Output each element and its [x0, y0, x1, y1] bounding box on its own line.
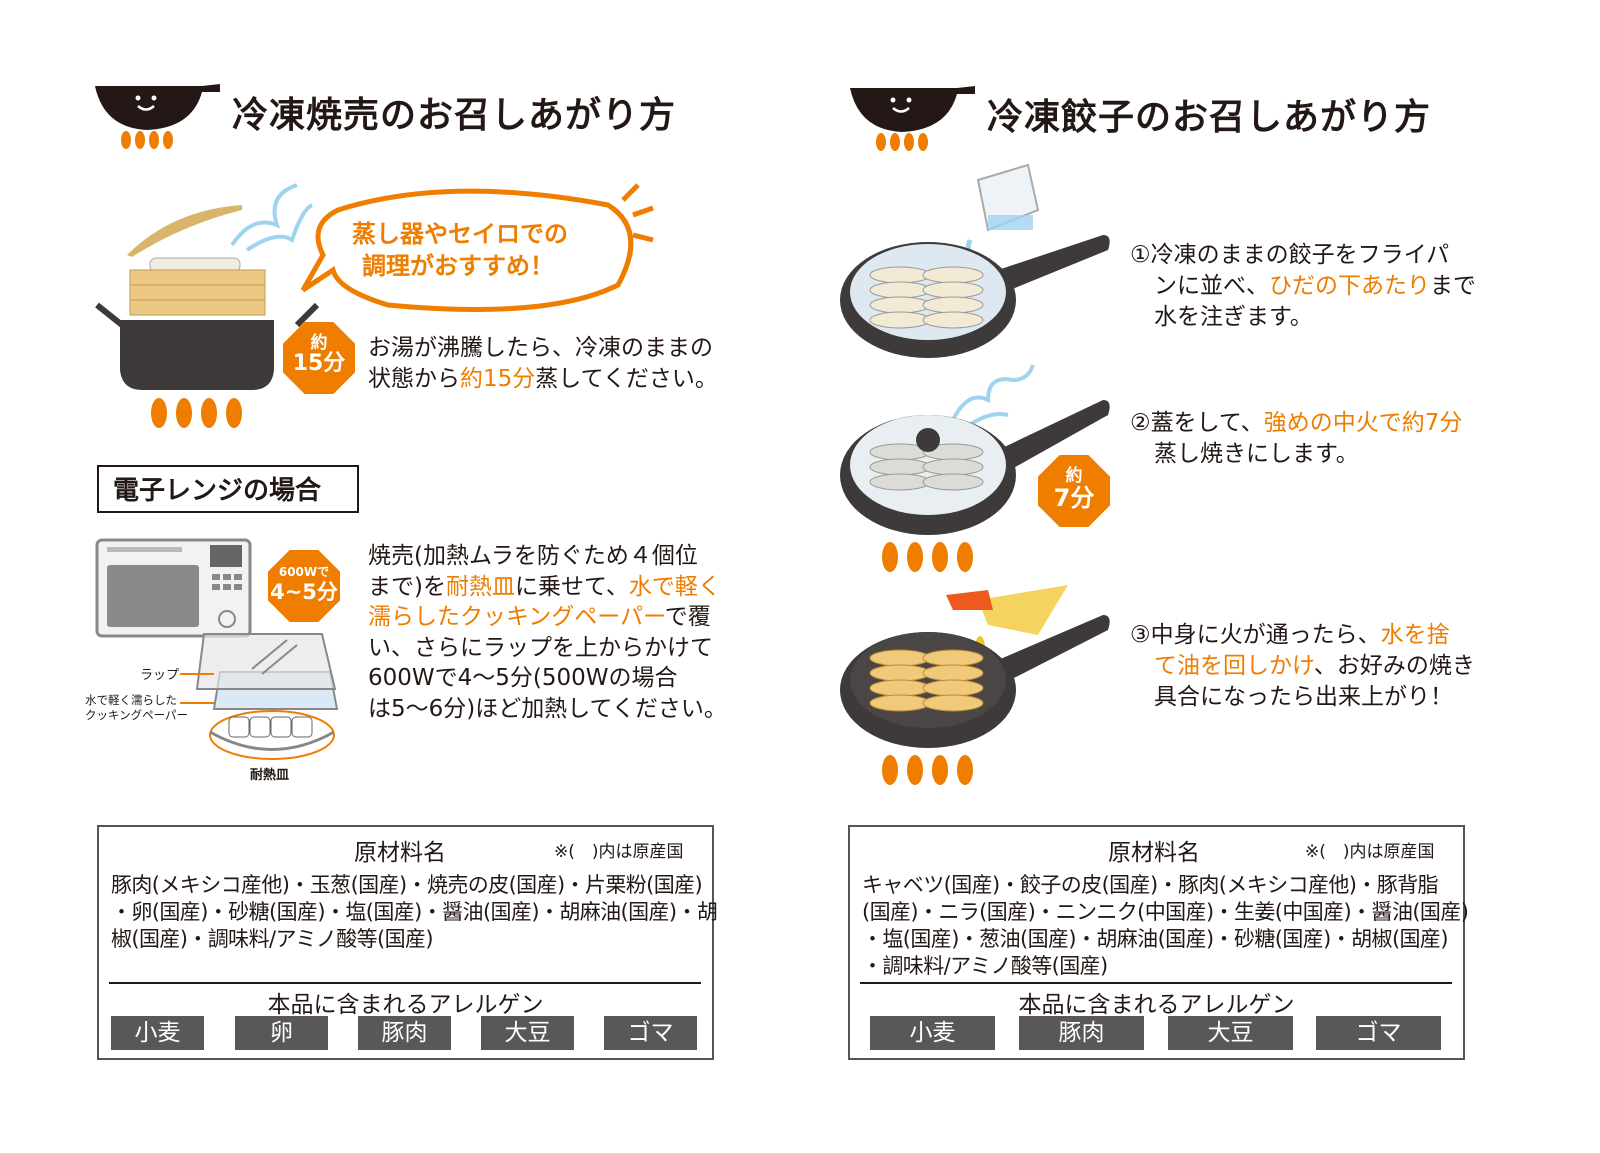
- pan-water-illustration: [840, 163, 1110, 358]
- allergen-badge: 卵: [235, 1016, 328, 1050]
- ingredient-line: ・調味料/アミノ酸等(国産): [862, 954, 1108, 978]
- highlight: 水で軽く: [628, 573, 721, 600]
- divider: [860, 982, 1452, 984]
- highlight: て油を回しかけ: [1154, 653, 1314, 679]
- speech-bubble: [300, 183, 654, 312]
- pan-lid-illustration: [840, 364, 1110, 572]
- bubble-line: 蒸し器やセイロでの: [352, 220, 568, 248]
- steamer-pot-illustration: [95, 183, 320, 428]
- highlight: 耐熱皿: [445, 573, 515, 600]
- text-line: お湯が沸騰したら、冷凍のままの: [368, 335, 713, 361]
- text-line: い、さらにラップを上からかけて: [368, 634, 713, 661]
- paper-label: 水で軽く濡らした クッキングペーパー: [85, 693, 188, 723]
- text-line: 焼売(加熱ムラを防ぐため４個位: [368, 543, 698, 569]
- highlight: 濡らしたクッキングペーパー: [368, 604, 665, 630]
- text: まで)を: [368, 573, 446, 600]
- microwave-heading: 電子レンジの場合: [97, 465, 359, 513]
- text-line: 濡らしたクッキングペーパーで覆: [368, 602, 727, 633]
- ingredient-line: ・塩(国産)・葱油(国産)・胡麻油(国産)・砂糖(国産)・胡椒(国産): [862, 927, 1449, 951]
- ingredient-line: 椒(国産)・調味料/アミノ酸等(国産): [111, 927, 434, 951]
- ingredients-heading: 原材料名: [1108, 840, 1200, 866]
- bubble-line: 調理がおすすめ！: [362, 252, 554, 280]
- time-badge-15min: 約 15分: [283, 322, 355, 394]
- ingredients-list: 豚肉(メキシコ産他)・玉葱(国産)・焼売の皮(国産)・片栗粉(国産) ・卵(国産…: [111, 872, 718, 953]
- text-line: 水を注ぎます。: [1154, 304, 1313, 330]
- shumai-ingredients-box: 原材料名 ※( )内は原産国 豚肉(メキシコ産他)・玉葱(国産)・焼売の皮(国産…: [97, 825, 718, 1060]
- origin-note: ※( )内は原産国: [554, 842, 684, 862]
- text-line: は5～6分)ほど加熱してください。: [368, 695, 727, 722]
- text-line: ①冷凍のままの餃子をフライパ: [1130, 242, 1450, 268]
- text-line: て油を回しかけ、お好みの焼き: [1130, 651, 1475, 682]
- shumai-title: 冷凍焼売のお召しあがり方: [232, 95, 677, 136]
- step-3: ③中身に火が通ったら、水を捨 て油を回しかけ、お好みの焼き 具合になったら出来上…: [1130, 620, 1475, 713]
- step-2: ②蓋をして、強めの中火で約7分 蒸し焼きにします。: [1130, 408, 1462, 470]
- label-line: 水で軽く濡らした: [85, 693, 177, 707]
- gyoza-ingredients-box: 原材料名 ※( )内は原産国 キャベツ(国産)・餃子の皮(国産)・豚肉(メキシコ…: [848, 825, 1469, 1060]
- badge-top: 600Wで: [278, 565, 330, 579]
- text-line: 600Wで4～5分(500Wの場合: [368, 665, 678, 691]
- ingredients-heading: 原材料名: [354, 840, 446, 866]
- step-1: ①冷凍のままの餃子をフライパ ンに並べ、ひだの下あたりまで 水を注ぎます。: [1130, 240, 1476, 333]
- text: ③中身に火が通ったら、: [1130, 622, 1381, 648]
- text: ンに並べ、: [1154, 273, 1269, 299]
- highlight: ひだの下あたり: [1269, 273, 1430, 299]
- time-badge-7min: 約 7分: [1038, 455, 1110, 527]
- ingredients-list: キャベツ(国産)・餃子の皮(国産)・豚肉(メキシコ産他)・豚背脂 (国産)・ニラ…: [862, 872, 1469, 980]
- badge-top: 約: [310, 333, 328, 353]
- badge-bottom: 15分: [292, 351, 346, 376]
- allergen-badge: ゴマ: [1316, 1016, 1441, 1050]
- text-line: 状態から約15分蒸してください。: [368, 364, 718, 395]
- bubble-text: 蒸し器やセイロでの 調理がおすすめ！: [352, 218, 568, 282]
- text-line: ③中身に火が通ったら、水を捨: [1130, 620, 1475, 651]
- badge-top: 約: [1065, 466, 1083, 486]
- text-line: 蒸し焼きにします。: [1154, 441, 1359, 467]
- steam-instructions: お湯が沸騰したら、冷凍のままの 状態から約15分蒸してください。: [368, 333, 718, 395]
- ingredient-line: ・卵(国産)・砂糖(国産)・塩(国産)・醤油(国産)・胡麻油(国産)・胡: [111, 900, 718, 924]
- text-line: まで)を耐熱皿に乗せて、水で軽く: [368, 572, 727, 603]
- wok-mascot-icon: [850, 86, 975, 151]
- text: 、お好みの焼き: [1313, 653, 1475, 679]
- text: ②蓋をして、: [1130, 410, 1264, 436]
- text-line: 具合になったら出来上がり！: [1154, 684, 1453, 710]
- ingredient-line: 豚肉(メキシコ産他)・玉葱(国産)・焼売の皮(国産)・片栗粉(国産): [111, 873, 703, 897]
- allergen-badge: ゴマ: [604, 1016, 697, 1050]
- microwave-instructions: 焼売(加熱ムラを防ぐため４個位 まで)を耐熱皿に乗せて、水で軽く 濡らしたクッキ…: [368, 541, 727, 724]
- allergen-badge: 小麦: [870, 1016, 995, 1050]
- wrap-label: ラップ: [140, 668, 180, 683]
- origin-note: ※( )内は原産国: [1305, 842, 1435, 862]
- highlight: 水を捨: [1380, 622, 1450, 648]
- badge-bottom: 7分: [1053, 484, 1095, 512]
- allergen-badge: 大豆: [481, 1016, 574, 1050]
- allergen-badge: 豚肉: [1019, 1016, 1144, 1050]
- allergen-heading: 本品に含まれるアレルゲン: [1018, 992, 1295, 1018]
- text: まで: [1430, 273, 1476, 299]
- time-badge-microwave: 600Wで 4~5分: [268, 550, 340, 622]
- dish-label: 耐熱皿: [250, 768, 290, 783]
- label-line: クッキングペーパー: [85, 708, 189, 722]
- highlight: 約15分: [460, 366, 536, 392]
- gyoza-title: 冷凍餃子のお召しあがり方: [987, 97, 1432, 138]
- allergen-badge: 豚肉: [358, 1016, 451, 1050]
- allergen-badge: 小麦: [111, 1016, 204, 1050]
- text: に乗せて、: [514, 573, 629, 600]
- badge-bottom: 4~5分: [270, 580, 338, 604]
- text: で覆: [664, 604, 711, 630]
- text: 蒸してください。: [535, 366, 718, 392]
- microwave-illustration: [95, 538, 339, 760]
- ingredient-line: キャベツ(国産)・餃子の皮(国産)・豚肉(メキシコ産他)・豚背脂: [862, 873, 1439, 897]
- text-line: ンに並べ、ひだの下あたりまで: [1130, 271, 1476, 302]
- allergen-badge: 大豆: [1168, 1016, 1293, 1050]
- ingredient-line: (国産)・ニラ(国産)・ニンニク(中国産)・生姜(中国産)・醤油(国産): [862, 900, 1469, 924]
- allergen-heading: 本品に含まれるアレルゲン: [267, 992, 544, 1018]
- text: 状態から: [368, 366, 460, 392]
- text-line: ②蓋をして、強めの中火で約7分: [1130, 408, 1462, 439]
- wok-mascot-icon: [95, 84, 220, 149]
- pan-oil-illustration: [840, 585, 1110, 785]
- highlight: 強めの中火で約7分: [1263, 410, 1463, 436]
- divider: [109, 982, 701, 984]
